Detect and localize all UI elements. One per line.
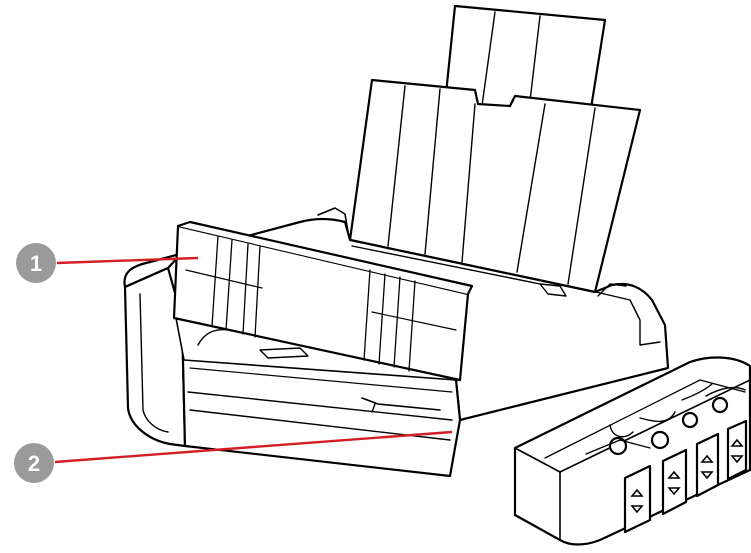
callout-number-2: 2 <box>28 451 40 476</box>
callout-badge-2: 2 <box>14 443 54 483</box>
callout-leader-1 <box>56 256 199 265</box>
callout-leader-2 <box>54 430 453 464</box>
ink-tank-unit <box>513 356 751 546</box>
sheet-feeder <box>348 78 642 294</box>
callout-number-1: 1 <box>30 251 42 276</box>
callout-badge-1: 1 <box>16 243 56 283</box>
front-cover <box>172 220 474 382</box>
